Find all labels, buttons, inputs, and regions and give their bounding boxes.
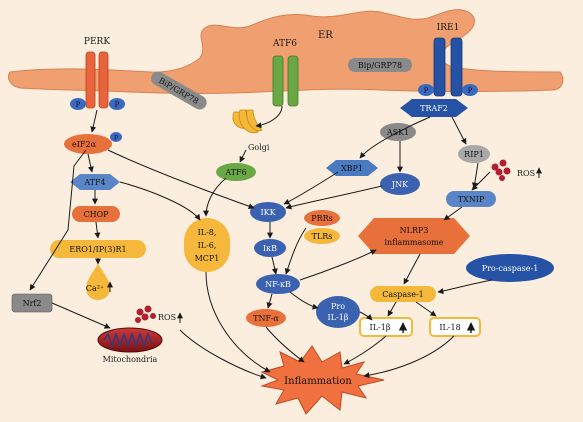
perk-label: PERK	[84, 37, 110, 47]
perk-phosphate-left	[70, 98, 86, 110]
eif2a-label: eIF2α	[72, 140, 97, 149]
ikb-label: IκB	[263, 244, 277, 253]
pro-caspase-node	[466, 254, 554, 282]
ire1-receptor-left	[433, 37, 446, 97]
mitochondria-shape	[97, 327, 163, 353]
ire1-label: IRE1	[437, 23, 460, 33]
atf6-label: ATF6	[224, 168, 246, 177]
mcp1-label: MCP1	[195, 254, 220, 263]
traf2-node	[400, 99, 468, 117]
nlrp3-line2: inflammasome	[385, 238, 444, 247]
bip-right-shape	[348, 58, 412, 72]
ire1-phosphate-right	[462, 84, 478, 96]
ikk-label: IKK	[260, 208, 276, 217]
prrs-label: PRRs	[311, 214, 333, 223]
atf4-node	[70, 174, 120, 190]
bip-left-shape	[151, 71, 207, 110]
calcium-label: Ca²⁺	[86, 284, 104, 293]
bip-right-label: Bip/GRP78	[358, 61, 402, 70]
perk-receptor-right	[98, 51, 109, 109]
ire1-receptor-right	[450, 37, 463, 97]
atf6-receptor-left	[272, 55, 284, 107]
atf6-node	[216, 163, 256, 181]
il6-label: IL-6,	[198, 241, 217, 250]
inflammation-burst	[260, 345, 385, 415]
pro-il1b-line2: IL-1β	[328, 313, 349, 322]
nlrp3-node	[358, 218, 470, 254]
tlrs-label: TLRs	[312, 232, 333, 241]
chop-label: CHOP	[83, 210, 109, 219]
pro-caspase-label: Pro-caspase-1	[482, 264, 539, 273]
perk-phosphate-right	[109, 98, 125, 110]
il1b-label: IL-1β	[370, 323, 391, 332]
ros-top-dots	[491, 159, 511, 181]
txnip-node	[446, 191, 496, 207]
rip1-label: RIP1	[464, 150, 484, 159]
caspase1-node	[370, 286, 436, 302]
nfkb-label: NF-κB	[265, 280, 291, 289]
tnfa-label: TNF-α	[253, 314, 279, 323]
eif2a-phosphate	[110, 132, 122, 142]
ire1-p-left: P	[424, 87, 429, 95]
tlrs-node	[304, 228, 340, 244]
atf4-label: ATF4	[83, 178, 105, 187]
rip1-node	[458, 145, 490, 163]
ire1-p-right: P	[468, 87, 473, 95]
perk-p-left: P	[76, 101, 81, 109]
ros-bottom-label: ROS	[158, 313, 176, 322]
golgi-label: Golgi	[248, 143, 270, 152]
il8-il6-mcp1-node	[184, 218, 230, 272]
jnk-node	[380, 173, 420, 195]
pro-il1b-node	[316, 296, 360, 328]
ire1-phosphate-left	[418, 84, 434, 96]
prrs-node	[304, 210, 340, 226]
jnk-label: JNK	[391, 180, 409, 189]
calcium-drop	[86, 264, 110, 300]
eif2a-node	[64, 134, 112, 154]
nrf2-label: Nrf2	[23, 299, 42, 308]
xbp1-label: XBP1	[341, 164, 363, 173]
ero1-node	[50, 240, 146, 258]
chop-node	[72, 206, 120, 222]
er-label: ER	[318, 30, 333, 41]
ros-top-label: ROS	[517, 169, 535, 178]
ikk-node	[250, 202, 286, 222]
perk-receptor-left	[85, 51, 96, 109]
il18-label: IL-18	[439, 323, 460, 332]
ero1-label: ERO1/IP(3)R1	[69, 245, 126, 254]
ikb-node	[254, 239, 286, 257]
connector-arrows	[29, 105, 493, 380]
traf2-label: TRAF2	[420, 104, 448, 113]
nlrp3-line1: NLRP3	[400, 226, 429, 235]
inflammation-label: Inflammation	[284, 376, 352, 387]
golgi-shape	[232, 109, 263, 134]
atf6-receptor-right	[287, 55, 299, 107]
il8-label: IL-8,	[198, 228, 217, 237]
xbp1-node	[326, 160, 378, 176]
perk-p-right: P	[115, 101, 120, 109]
eif2a-p: P	[114, 135, 118, 142]
nfkb-node	[256, 274, 300, 294]
pro-il1b-line1: Pro	[331, 302, 345, 311]
atf6-receptor-label: ATF6	[272, 39, 297, 49]
ros-bottom-dots	[135, 305, 156, 323]
caspase1-label: Caspase-1	[382, 290, 424, 299]
mitochondria-label: Mitochondria	[103, 355, 158, 364]
txnip-label: TXNIP	[458, 195, 485, 204]
tnfa-node	[246, 309, 286, 327]
